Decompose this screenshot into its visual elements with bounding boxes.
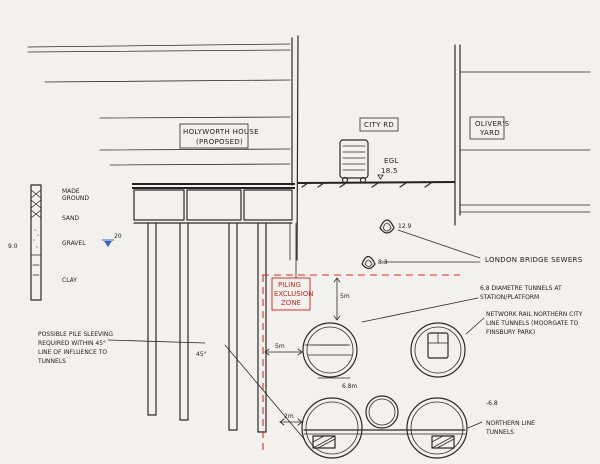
dim-2m: 2m — [284, 413, 294, 420]
piling-exclusion-zone — [262, 274, 460, 455]
platform-tunnels — [264, 277, 485, 379]
pile-note-1: POSSIBLE PILE SLEEVING — [38, 331, 113, 338]
strata-made-ground: MADE — [62, 188, 80, 195]
building-right — [454, 44, 591, 226]
city-road-label: CITY RD — [364, 121, 394, 129]
dim-5m-horizontal: 5m — [275, 343, 285, 350]
platform-note-1: 6.8 DIAMETRE TUNNELS AT — [480, 285, 562, 292]
building-left-sublabel: (PROPOSED) — [196, 138, 243, 146]
sewer-level-upper: 12.9 — [398, 223, 412, 230]
northern-line-tunnels — [279, 395, 483, 459]
egl-label: EGL — [384, 157, 399, 165]
water-level-icon — [104, 241, 112, 247]
london-bridge-sewers-label: LONDON BRIDGE SEWERS — [485, 256, 583, 264]
water-level-value: 20 — [114, 233, 122, 240]
angle-45: 45° — [196, 351, 207, 358]
platform-note-2: STATION/PLATFORM — [480, 294, 539, 301]
pile-note-4: TUNNELS — [37, 358, 66, 365]
strata-clay: CLAY — [62, 277, 77, 284]
building-right-label-1: OLIVER'S — [475, 120, 510, 128]
nr-note-1: NETWORK RAIL NORTHERN CITY — [486, 311, 583, 318]
building-left — [27, 35, 299, 261]
nr-note-2: LINE TUNNELS (MOORGATE TO — [486, 320, 579, 327]
nr-note-3: FINSBURY PARK) — [486, 329, 535, 336]
ground-level — [297, 117, 456, 188]
strata-gravel: GRAVEL — [62, 240, 86, 247]
tunnel-diameter: 6.8m — [342, 383, 358, 390]
pile-note-3: LINE OF INFLUENCE TO — [38, 349, 107, 356]
northern-line-label-1: NORTHERN LINE — [486, 420, 535, 427]
northern-level: -6.8 — [486, 400, 498, 407]
egl-level: 18.5 — [381, 167, 398, 175]
dim-5m-vertical: 5m — [340, 293, 350, 300]
borehole-log — [30, 184, 42, 301]
london-bridge-sewers — [361, 219, 481, 270]
piles — [147, 222, 306, 441]
piling-exclusion-label-3: ZONE — [281, 299, 301, 307]
sewer-level-lower: 8.3 — [378, 259, 388, 266]
pile-note-2: REQUIRED WITHIN 45° — [38, 340, 106, 347]
building-left-label: HOLYWORTH HOUSE — [183, 128, 259, 136]
borehole-level: 9.0 — [8, 243, 18, 250]
basement — [132, 183, 295, 224]
piling-exclusion-label-2: EXCLUSION — [274, 290, 314, 298]
building-right-label-2: YARD — [479, 129, 500, 137]
piling-exclusion-label-1: PILING — [278, 281, 301, 289]
strata-sand: SAND — [62, 215, 80, 222]
northern-line-label-2: TUNNELS — [485, 429, 514, 436]
strata-made-ground-2: GROUND — [62, 195, 89, 202]
